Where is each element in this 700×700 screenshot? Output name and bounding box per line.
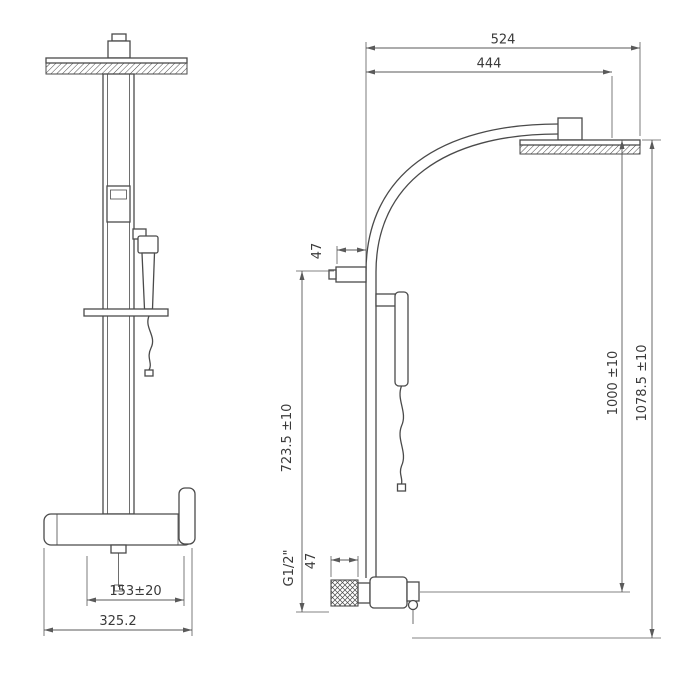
mixer-outlet-front — [110, 544, 127, 554]
curved-arm-outer — [365, 123, 559, 273]
hand-shower-hose-front — [147, 315, 154, 371]
dim-text-connection-spacing: 153±20 — [109, 584, 161, 599]
dim-text-holder-depth: 47 — [310, 243, 325, 260]
dim-text-mixer-depth: 47 — [304, 553, 319, 570]
ceiling-mount-stem — [111, 33, 127, 42]
holder-knob-side — [328, 269, 337, 280]
wall-union-side — [330, 579, 359, 607]
column-panel-window — [110, 189, 127, 200]
front-view: 153±20 325.2 — [43, 33, 196, 636]
dim-text-reach-outer: 524 — [491, 33, 516, 48]
mixer-neck-side — [357, 582, 371, 604]
outlet-foot — [114, 584, 123, 592]
hand-shower-hose-side — [399, 385, 405, 485]
hand-shower-head-front — [137, 235, 159, 254]
mixer-body-front — [43, 513, 193, 546]
hand-shower-handle-front — [141, 252, 156, 310]
ceiling-mount-block — [107, 40, 131, 59]
hand-shower-side — [394, 291, 409, 387]
dim-text-reach-inner: 444 — [477, 57, 502, 72]
dim-text-holder-to-mixer: 723.5 ±10 — [280, 404, 295, 473]
hose-nut-side — [396, 483, 407, 492]
head-connector-side — [557, 117, 583, 141]
mixer-outlet-side — [406, 581, 420, 602]
dim-text-thread: G1/2" — [282, 550, 297, 587]
mixer-body-side — [369, 576, 408, 609]
overhead-shower-plate-front — [45, 57, 188, 64]
mixer-handle-front — [178, 487, 196, 545]
shower-column-front — [102, 73, 135, 515]
hose-nut-front — [144, 369, 154, 377]
hand-shower-holder-side — [335, 266, 367, 283]
hose-connector-side — [407, 599, 419, 611]
hand-shower-bracket-side — [375, 293, 398, 307]
shelf-front — [83, 308, 169, 317]
side-view: 524 444 47 47 G1/2" 723.5 ±10 — [280, 33, 661, 639]
overhead-shower-face-front — [45, 62, 188, 75]
dim-text-overall-height: 1078.5 ±10 — [635, 344, 650, 421]
curved-arm-inner — [375, 133, 559, 273]
dim-text-height-to-head: 1000 ±10 — [606, 351, 621, 416]
overhead-shower-face-side — [519, 144, 641, 155]
column-panel — [106, 185, 131, 223]
dim-text-overall-width: 325.2 — [99, 614, 136, 629]
